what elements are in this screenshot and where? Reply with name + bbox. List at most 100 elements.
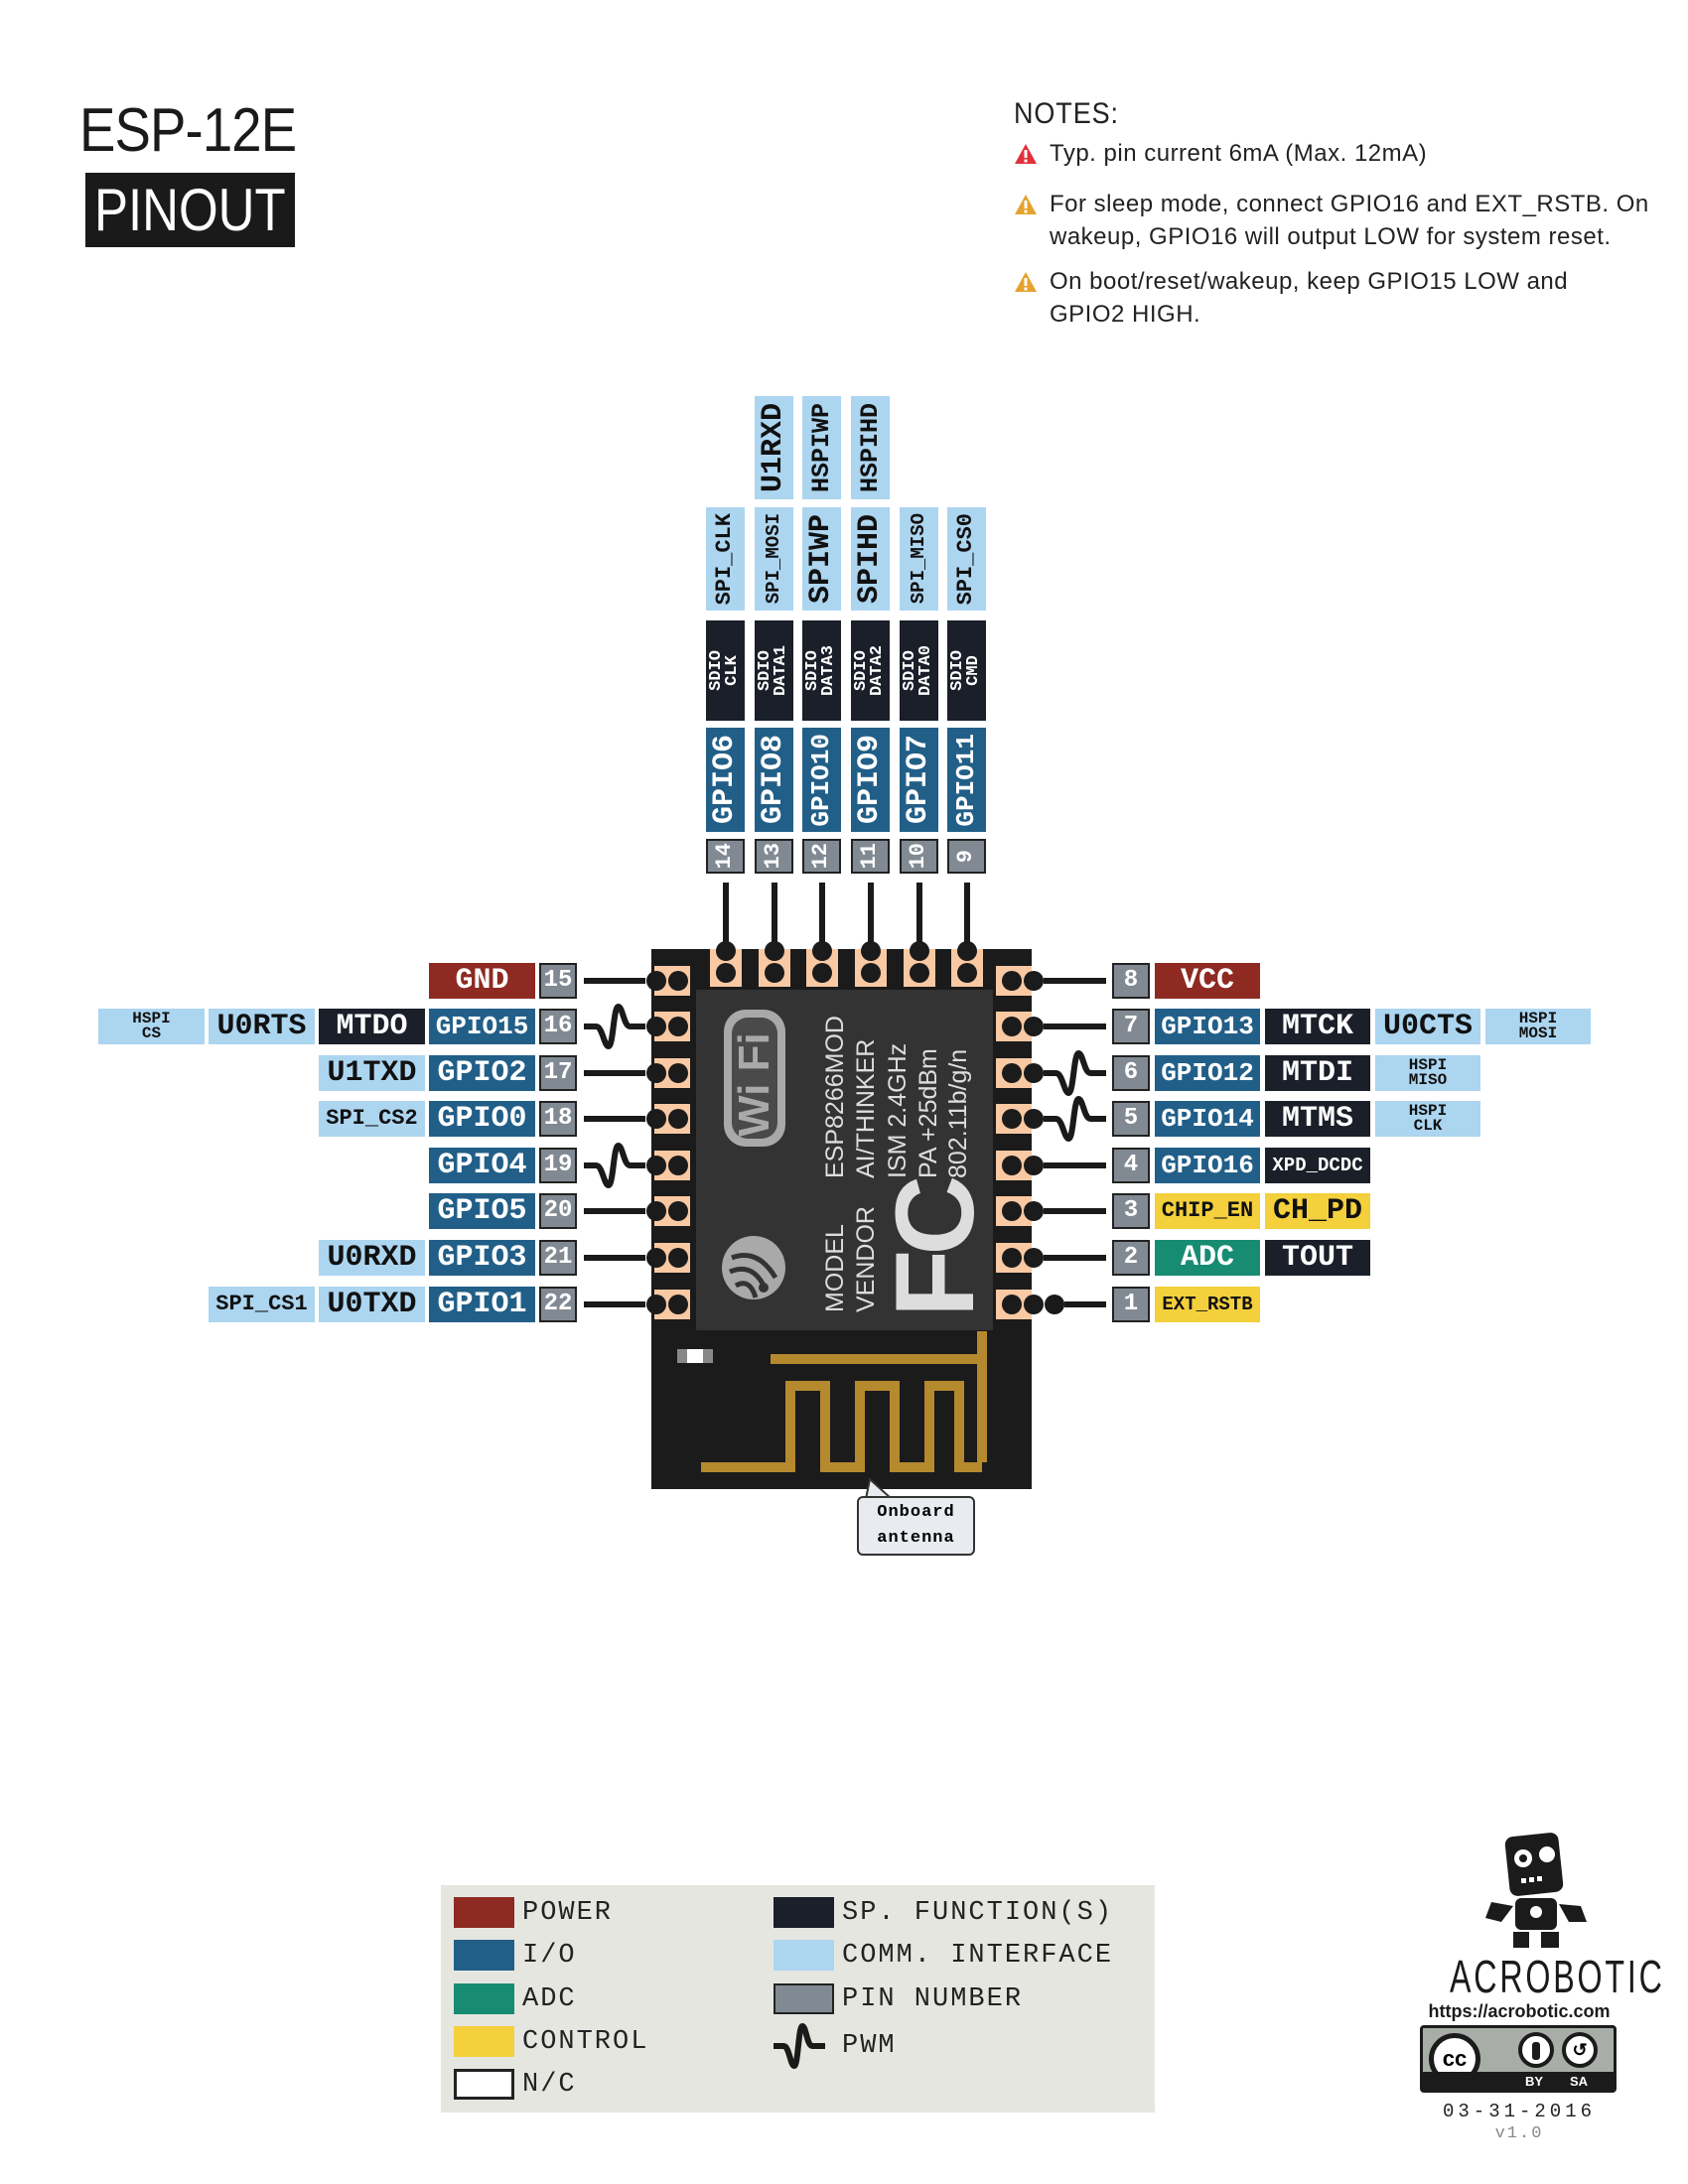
pin-number: 5 xyxy=(1112,1101,1150,1137)
legend-item-pwm: PWM xyxy=(774,2021,897,2071)
legend-swatch xyxy=(774,1940,834,1971)
antenna-trace-icon xyxy=(701,1331,987,1472)
pin-label-text: SPI_CLK xyxy=(712,512,738,606)
pin-label-text: HSPIHD xyxy=(855,402,885,492)
license-sa: SA xyxy=(1570,2074,1589,2089)
warning-icon xyxy=(1015,272,1037,292)
pin-number-text: 14 xyxy=(712,843,738,870)
pin-lead xyxy=(584,1116,645,1122)
pin-label-io: GPIO10 xyxy=(802,728,841,832)
pin-label-comm: SPI_MOSI xyxy=(755,507,793,611)
pin-number: 3 xyxy=(1112,1193,1150,1229)
pin-label-text: GPIO11 xyxy=(951,733,982,827)
pin-label-special: SDIO DATA2 xyxy=(851,620,890,721)
pin-label-comm: SPI_MISO xyxy=(900,507,938,611)
pin-label-special: SDIO DATA3 xyxy=(802,620,841,721)
pin-label-special: SDIO CMD xyxy=(947,620,986,721)
note-item: Typ. pin current 6mA (Max. 12mA) xyxy=(1014,137,1649,170)
pin-label-text: SDIO DATA1 xyxy=(756,644,791,696)
castellated-pad xyxy=(996,966,1044,996)
pin-lead xyxy=(1044,1024,1106,1029)
castellated-pad xyxy=(646,1196,690,1226)
pin-label-io: GPIO13 xyxy=(1155,1009,1260,1044)
pad-hole-icon xyxy=(910,963,929,983)
castellated-pad xyxy=(646,1243,690,1273)
legend-item-pin: PIN NUMBER xyxy=(774,1983,1023,2014)
pin-label-control: EXT_RSTB xyxy=(1155,1287,1260,1322)
pad-hole-icon xyxy=(646,1248,666,1268)
pin-label-comm: SPI_CS1 xyxy=(209,1287,315,1322)
pin-label-comm: HSPI CS xyxy=(98,1009,205,1044)
pin-label-text: SDIO DATA3 xyxy=(803,644,839,696)
license-by: BY xyxy=(1525,2074,1544,2089)
callout-line1: Onboard xyxy=(877,1503,955,1522)
esp12e-module: Wi Fi ESP8266MOD AI/THINKER ISM 2.4GHz P… xyxy=(646,941,1044,1489)
pin-label-special: MTDO xyxy=(319,1009,425,1044)
pad-hole-icon xyxy=(861,941,881,961)
page-title: ESP-12E xyxy=(79,96,297,165)
pin-label-comm: HSPI MOSI xyxy=(1485,1009,1591,1044)
pad-hole-icon xyxy=(716,941,736,961)
pad-hole-icon xyxy=(812,963,832,983)
pin-label-comm: U1TXD xyxy=(319,1055,425,1091)
pin-label-io: GPIO14 xyxy=(1155,1101,1260,1137)
castellated-pad xyxy=(806,941,838,987)
pad-hole-icon xyxy=(1024,1156,1044,1175)
castellated-pad xyxy=(646,1058,690,1088)
pad-hole-icon xyxy=(1002,1201,1022,1221)
note-item: On boot/reset/wakeup, keep GPIO15 LOW an… xyxy=(1014,265,1649,331)
castellated-pad xyxy=(759,941,790,987)
castellated-pad xyxy=(904,941,935,987)
pad-hole-icon xyxy=(765,941,784,961)
pin-label-io: GPIO12 xyxy=(1155,1055,1260,1091)
pin-label-io: GPIO3 xyxy=(429,1240,535,1276)
pin-label-power: GND xyxy=(429,963,535,999)
pin-label-io: GPIO7 xyxy=(900,728,938,832)
pin-lead xyxy=(722,883,729,944)
pin-label-io: GPIO11 xyxy=(947,728,986,832)
antenna-callout: Onboard antenna xyxy=(857,1496,975,1556)
pwm-icon xyxy=(1044,1095,1106,1143)
pin-number: 19 xyxy=(539,1148,577,1183)
pin-label-text: SPI_MISO xyxy=(908,513,930,605)
pad-hole-icon xyxy=(1002,1156,1022,1175)
notes-panel: NOTES: Typ. pin current 6mA (Max. 12mA) … xyxy=(1014,97,1649,342)
pin-label-io: GPIO0 xyxy=(429,1101,535,1137)
pad-hole-icon xyxy=(1024,1017,1044,1036)
pin-number: 22 xyxy=(539,1287,577,1322)
brand-url[interactable]: https://acrobotic.com xyxy=(1428,2001,1611,2021)
pin-label-text: GPIO9 xyxy=(853,735,888,825)
pin-label-io: GPIO9 xyxy=(851,728,890,832)
pin-number: 9 xyxy=(947,839,986,874)
legend-label: POWER xyxy=(522,1897,614,1928)
callout-line2: antenna xyxy=(877,1529,955,1548)
smd-component xyxy=(677,1349,713,1363)
pin-label-comm: U0RXD xyxy=(319,1240,425,1276)
pin-lead xyxy=(584,1208,645,1214)
pwm-icon xyxy=(584,1142,645,1189)
pin-label-text: SDIO DATA0 xyxy=(901,644,936,696)
pad-hole-icon xyxy=(910,941,929,961)
pin-lead xyxy=(584,978,645,984)
subtitle-text: PINOUT xyxy=(94,177,286,243)
pin-number-text: 12 xyxy=(808,843,834,870)
pin-label-comm: HSPIHD xyxy=(851,396,890,499)
pin-label-power: VCC xyxy=(1155,963,1260,999)
pin-number-text: 9 xyxy=(953,849,979,864)
castellated-pad xyxy=(646,1012,690,1041)
pin-label-special: MTDI xyxy=(1265,1055,1370,1091)
pad-hole-icon xyxy=(668,1017,688,1036)
note-item: For sleep mode, connect GPIO16 and EXT_R… xyxy=(1014,188,1649,253)
pad-hole-icon xyxy=(1002,971,1022,991)
pin-number: 1 xyxy=(1112,1287,1150,1322)
pin-lead xyxy=(1044,1162,1106,1168)
pin-label-io: GPIO6 xyxy=(706,728,745,832)
pin-label-comm: SPI_CLK xyxy=(706,507,745,611)
pin-label-comm: SPIWP xyxy=(802,507,841,611)
pin-number-text: 11 xyxy=(857,843,883,870)
pin-label-comm: HSPI MISO xyxy=(1375,1055,1480,1091)
castellated-pad xyxy=(996,1196,1044,1226)
cc-license-badge: cc ↺ BY SA xyxy=(1420,2025,1617,2093)
pin-label-io: GPIO4 xyxy=(429,1148,535,1183)
